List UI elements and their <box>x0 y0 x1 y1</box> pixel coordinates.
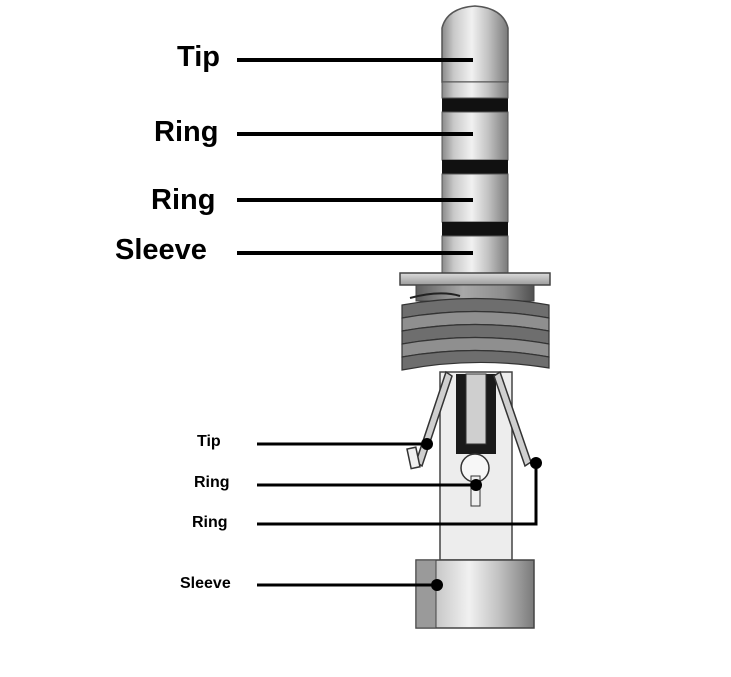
plug-label-tip: Tip <box>177 41 220 73</box>
dot-ring2 <box>530 457 542 469</box>
plug-shaft <box>441 5 509 275</box>
connection-dots <box>421 438 542 591</box>
sleeve-housing-left <box>415 559 437 629</box>
dot-tip <box>421 438 433 450</box>
connector-label-ring2: Ring <box>192 514 228 531</box>
plug-label-ring2: Ring <box>151 184 216 216</box>
plug-label-sleeve: Sleeve <box>115 234 207 266</box>
connector-label-ring1: Ring <box>194 474 230 491</box>
plug-leader-lines <box>237 58 473 255</box>
insulator-band-1 <box>442 98 508 112</box>
plug-flange <box>399 272 551 286</box>
dot-sleeve <box>431 579 443 591</box>
dot-ring1 <box>470 479 482 491</box>
insulator-band-2 <box>442 160 508 174</box>
connector-label-tip: Tip <box>197 433 221 450</box>
plug-ring1-segment <box>441 81 509 99</box>
plug-tip-segment <box>441 5 509 83</box>
connector-label-sleeve: Sleeve <box>180 575 231 592</box>
connector-body <box>439 371 513 561</box>
plug-label-ring1: Ring <box>154 116 219 148</box>
center-pin <box>470 475 481 507</box>
connector-leader-lines <box>257 442 538 587</box>
center-post-light <box>465 373 487 445</box>
plug-threads <box>401 292 550 371</box>
insulator-band-3 <box>442 222 508 236</box>
